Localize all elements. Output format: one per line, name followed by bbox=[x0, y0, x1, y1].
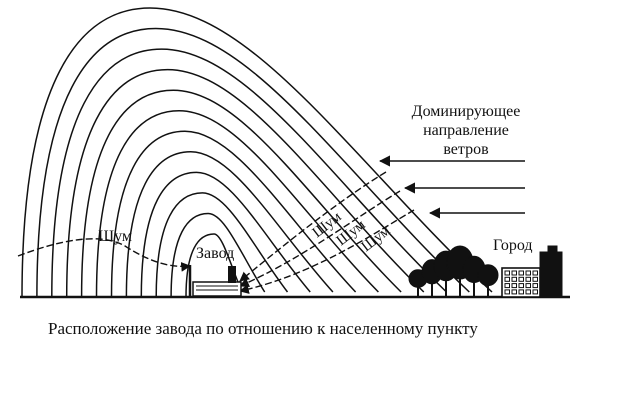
noise-wave-2 bbox=[239, 190, 401, 287]
town-window bbox=[518, 289, 524, 295]
town-window bbox=[532, 276, 538, 282]
wind-label-line2: направление bbox=[423, 122, 509, 139]
contour-line bbox=[170, 212, 266, 298]
town-window bbox=[511, 289, 517, 295]
town-window bbox=[518, 276, 524, 282]
town-window bbox=[525, 283, 531, 289]
contour-line bbox=[125, 151, 334, 298]
town-window bbox=[511, 270, 517, 276]
town-window bbox=[525, 289, 531, 295]
town-window bbox=[532, 289, 538, 295]
town-window bbox=[511, 283, 517, 289]
contour-line bbox=[36, 27, 470, 298]
contour-line bbox=[51, 48, 448, 298]
contour-line bbox=[80, 89, 402, 298]
town-window bbox=[518, 283, 524, 289]
wind-label-line1: Доминирующее bbox=[412, 103, 521, 120]
town-window bbox=[525, 270, 531, 276]
town-window bbox=[532, 270, 538, 276]
town-window bbox=[504, 276, 510, 282]
town-window bbox=[532, 283, 538, 289]
trees-group bbox=[408, 245, 499, 297]
noise-label-left: Шум bbox=[98, 228, 132, 245]
town-window bbox=[525, 276, 531, 282]
noise-waves bbox=[17, 171, 415, 294]
plant-building bbox=[188, 265, 242, 297]
dispersion-contours bbox=[21, 7, 493, 298]
town-label: Город bbox=[493, 237, 533, 254]
town-window bbox=[511, 276, 517, 282]
town-window bbox=[504, 270, 510, 276]
contour-line bbox=[65, 68, 425, 298]
contour-line bbox=[155, 192, 289, 298]
plant-label: Завод bbox=[196, 245, 234, 262]
wind-label-line3: ветров bbox=[443, 141, 489, 158]
contour-line bbox=[140, 171, 311, 298]
town-window bbox=[504, 283, 510, 289]
contour-line bbox=[95, 109, 379, 298]
wind-arrows bbox=[378, 155, 525, 219]
caption: Расположение завода по отношению к насел… bbox=[48, 319, 478, 338]
town-window bbox=[504, 289, 510, 295]
town-buildings bbox=[501, 245, 563, 298]
town-window bbox=[518, 270, 524, 276]
noise-wave-left bbox=[17, 238, 191, 272]
contour-line bbox=[21, 7, 493, 298]
tree-crown bbox=[477, 264, 499, 287]
contour-line bbox=[110, 130, 357, 298]
